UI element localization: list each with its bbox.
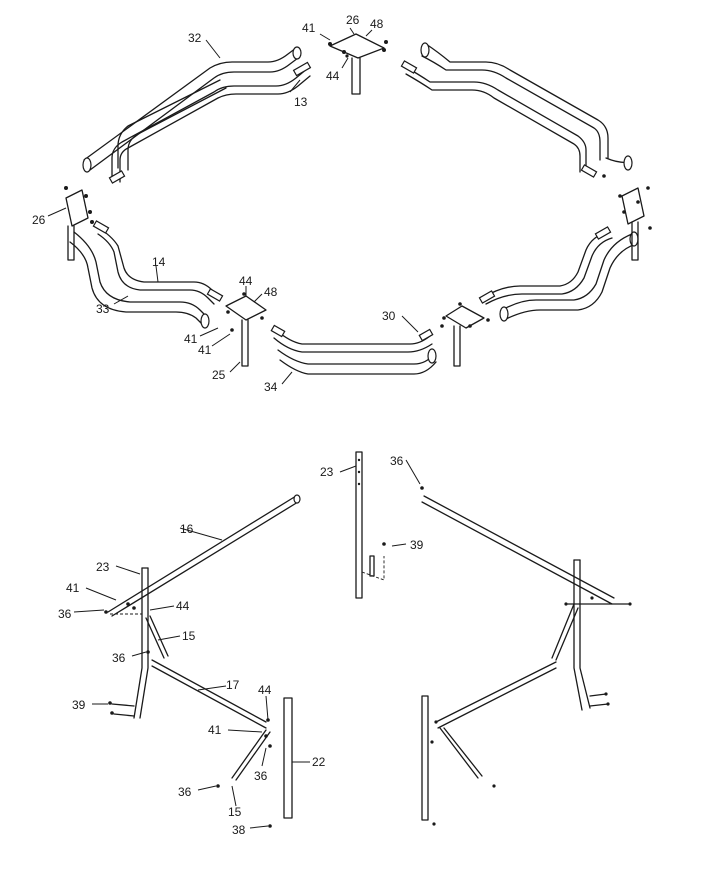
leg-frame bbox=[104, 451, 632, 828]
callout-39: 39 bbox=[410, 538, 424, 552]
callout-36: 36 bbox=[58, 607, 72, 621]
callout-48: 48 bbox=[264, 285, 278, 299]
callout-15: 15 bbox=[182, 629, 196, 643]
callout-14: 14 bbox=[152, 255, 166, 269]
center-post-23 bbox=[355, 451, 386, 599]
rail-30 bbox=[270, 324, 434, 353]
rail-upper-right bbox=[400, 42, 633, 178]
lower-left-t-connector bbox=[225, 292, 267, 367]
callout-25: 25 bbox=[212, 368, 226, 382]
left-t-connector bbox=[64, 186, 94, 261]
callout-36: 36 bbox=[254, 769, 268, 783]
callout-15: 15 bbox=[228, 805, 242, 819]
callout-16: 16 bbox=[180, 522, 194, 536]
rail-17 bbox=[151, 659, 267, 723]
leg-23-left bbox=[104, 567, 149, 719]
rail-34 bbox=[277, 348, 437, 375]
callout-41: 41 bbox=[198, 343, 212, 357]
callout-32: 32 bbox=[188, 31, 202, 45]
callout-44: 44 bbox=[258, 683, 272, 697]
right-t-connector bbox=[618, 186, 652, 261]
callout-44: 44 bbox=[326, 69, 340, 83]
rail-13 bbox=[108, 61, 312, 184]
callout-33: 33 bbox=[96, 302, 110, 316]
callout-36: 36 bbox=[178, 785, 192, 799]
callout-13: 13 bbox=[294, 95, 308, 109]
callout-23: 23 bbox=[96, 560, 110, 574]
rail-32 bbox=[82, 46, 302, 173]
top-rail-ring bbox=[64, 33, 652, 375]
callout-41: 41 bbox=[302, 21, 316, 35]
leader-lines bbox=[47, 27, 421, 829]
brace-15-bottom bbox=[231, 729, 267, 779]
callout-41: 41 bbox=[66, 581, 80, 595]
top-t-connector bbox=[328, 33, 388, 95]
callout-22: 22 bbox=[312, 755, 326, 769]
callout-44: 44 bbox=[239, 274, 253, 288]
callout-30: 30 bbox=[382, 309, 396, 323]
lower-right-t-connector bbox=[440, 302, 490, 367]
leg-22 bbox=[264, 697, 293, 828]
callout-23: 23 bbox=[320, 465, 334, 479]
callout-44: 44 bbox=[176, 599, 190, 613]
callout-41: 41 bbox=[184, 332, 198, 346]
rail-14 bbox=[92, 220, 224, 305]
callout-labels: 32 13 41 26 48 44 26 14 33 44 48 41 41 2… bbox=[32, 13, 424, 837]
right-leg-group bbox=[420, 486, 632, 826]
callout-48: 48 bbox=[370, 17, 384, 31]
rail-16 bbox=[107, 495, 297, 613]
rail-33 bbox=[69, 231, 210, 329]
brace-15-left bbox=[145, 617, 165, 659]
callout-41: 41 bbox=[208, 723, 222, 737]
callout-26: 26 bbox=[32, 213, 46, 227]
rail-lower-right bbox=[478, 226, 639, 322]
callout-34: 34 bbox=[264, 380, 278, 394]
callout-39: 39 bbox=[72, 698, 86, 712]
callout-17: 17 bbox=[226, 678, 240, 692]
callout-26: 26 bbox=[346, 13, 360, 27]
callout-38: 38 bbox=[232, 823, 246, 837]
callout-36: 36 bbox=[112, 651, 126, 665]
callout-36: 36 bbox=[390, 454, 404, 468]
